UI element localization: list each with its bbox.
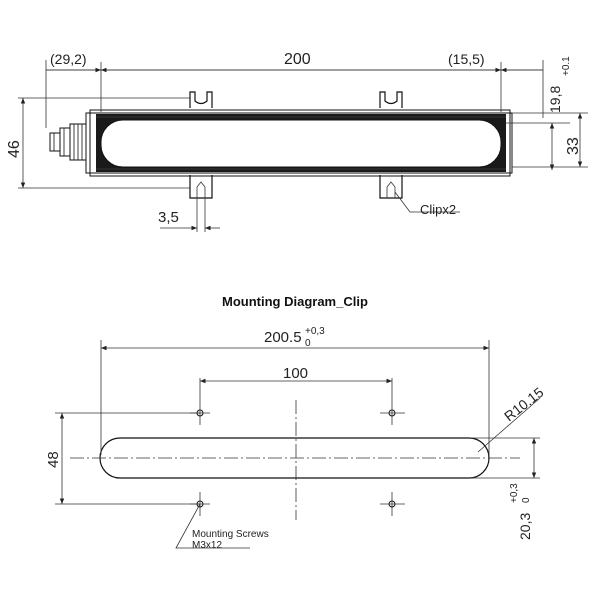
mounting-diagram: Mounting Diagram_Clip (45, 294, 547, 551)
screw-hole-top-left (190, 378, 210, 425)
dim-right-offset: (15,5) (448, 51, 485, 67)
dim-height-total: 46 (6, 140, 23, 158)
dim-cutout-length-tol-upper: +0,3 (305, 326, 325, 337)
dim-cutout-width: 20,3 +0,3 0 (470, 437, 540, 540)
dim-depth: 19,8 +0.1 (505, 56, 572, 170)
dim-clip-width: 3,5 (158, 198, 220, 232)
dim-height-46: 46 (6, 97, 190, 189)
dim-screw-spacing: 100 (200, 365, 392, 384)
dim-window-33: 33 (512, 112, 588, 168)
dim-window-height: 33 (565, 137, 582, 155)
dim-length: 200 (284, 51, 311, 68)
clip-top-left (189, 91, 213, 108)
dim-clip-width-value: 3,5 (158, 209, 179, 226)
mounting-title: Mounting Diagram_Clip (222, 294, 368, 309)
cable-connector (49, 123, 87, 161)
dim-cutout-length-tol-lower: 0 (305, 338, 311, 349)
light-body (85, 109, 513, 177)
dim-cutout-width-value: 20,3 (517, 513, 533, 540)
clip-top-right (379, 91, 403, 108)
dim-cutout-width-tol-upper: +0,3 (509, 483, 520, 503)
clip-leader: Clipx2 (394, 191, 460, 217)
clip-bottom-right (379, 175, 403, 199)
dim-cutout-length-value: 200.5 (264, 329, 302, 346)
dim-radius-value: R10.15 (501, 384, 547, 425)
screw-hole-top-right (380, 378, 405, 425)
screws-label-line2: M3x12 (192, 540, 222, 551)
dim-depth-value: 19,8 (547, 86, 563, 113)
screws-label-line1: Mounting Screws (192, 529, 269, 540)
dim-depth-tolerance: +0.1 (561, 56, 572, 76)
clip-label: Clipx2 (420, 202, 456, 217)
screw-hole-bottom-right (380, 492, 405, 516)
clip-bottom-left (189, 175, 213, 199)
dim-hole-spacing-value: 48 (45, 451, 62, 468)
dim-left-offset: (29,2) (50, 51, 87, 67)
screws-leader: Mounting Screws M3x12 (175, 503, 269, 551)
dim-cutout-width-tol-lower: 0 (521, 497, 532, 503)
top-view: (29,2) 200 (15,5) 46 33 19,8 +0.1 (6, 51, 588, 232)
dim-length-row: (29,2) 200 (15,5) (45, 51, 544, 128)
dim-screw-spacing-value: 100 (283, 365, 308, 382)
dim-radius: R10.15 (477, 384, 547, 453)
dim-cutout-length: 200.5 +0,3 0 (100, 326, 490, 455)
dim-hole-spacing-vertical: 48 (45, 412, 200, 505)
